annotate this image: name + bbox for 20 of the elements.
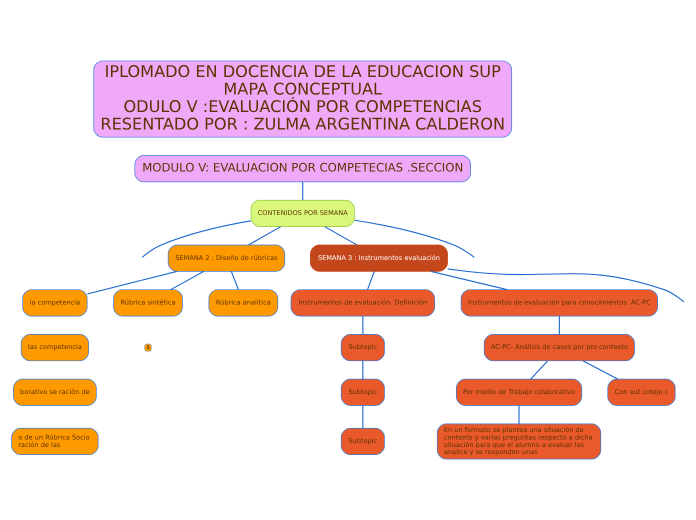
node-box: IPLOMADO EN DOCENCIA DE LA EDUCACION SUP MAPA CONCEPTUAL ODULO V :EVALUACIÓN POR COMPETENCIAS RESENTADO POR : ZULMA ARGENTINA CALDERON	[93, 60, 512, 138]
connector	[362, 316, 364, 334]
connector	[354, 220, 474, 258]
connector	[248, 226, 281, 246]
connector	[367, 271, 375, 290]
connector	[530, 360, 548, 380]
node-box: MODULO V: EVALUACION POR COMPETECIAS .SECCION	[134, 155, 471, 182]
connector	[302, 182, 304, 200]
connector	[142, 220, 252, 258]
connector	[170, 270, 204, 290]
connector	[230, 271, 239, 290]
connector	[558, 316, 560, 334]
connector	[582, 360, 618, 380]
connector	[362, 360, 364, 379]
connector	[448, 268, 684, 302]
connector	[324, 226, 358, 246]
connector	[362, 406, 364, 428]
connector	[87, 270, 177, 294]
connector	[431, 270, 508, 290]
connector	[518, 406, 520, 424]
